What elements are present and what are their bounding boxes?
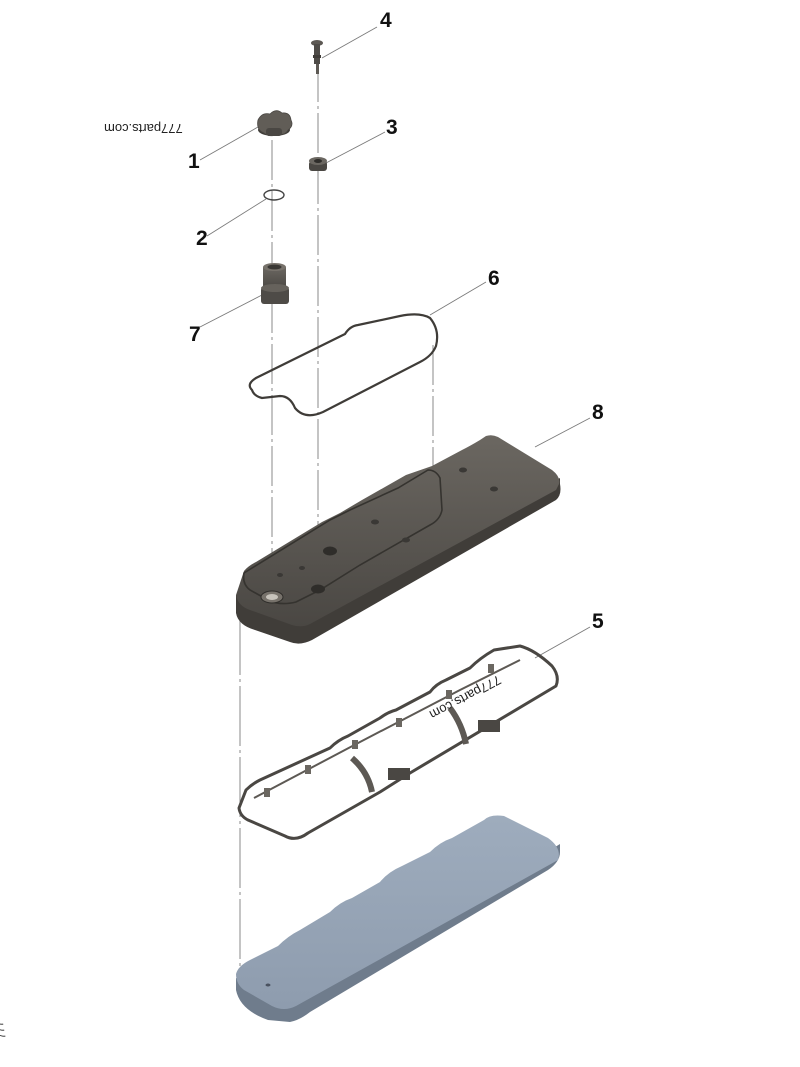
watermark-text: 777parts.com	[104, 121, 183, 136]
part-3-grommet[interactable]	[309, 157, 327, 171]
part-2-o-ring[interactable]	[263, 189, 285, 201]
callout-7: 7	[189, 323, 201, 346]
part-7-filler-neck[interactable]	[261, 263, 289, 304]
part-1-oil-filler-cap[interactable]	[257, 110, 293, 137]
callout-6: 6	[488, 267, 500, 290]
callout-4: 4	[380, 9, 392, 32]
part-4-screw[interactable]	[311, 40, 323, 74]
part-8-cylinder-head-cover[interactable]	[236, 435, 561, 644]
callout-5: 5	[592, 610, 604, 633]
bottom-cover-plate[interactable]	[236, 815, 560, 1023]
callout-3: 3	[386, 116, 398, 139]
part-5-injector-harness-carrier[interactable]	[237, 644, 559, 840]
callout-1: 1	[188, 150, 200, 173]
part-6-cover-gasket[interactable]	[248, 313, 439, 417]
callout-2: 2	[196, 227, 208, 250]
leader-lines	[199, 26, 591, 659]
callout-8: 8	[592, 401, 604, 424]
